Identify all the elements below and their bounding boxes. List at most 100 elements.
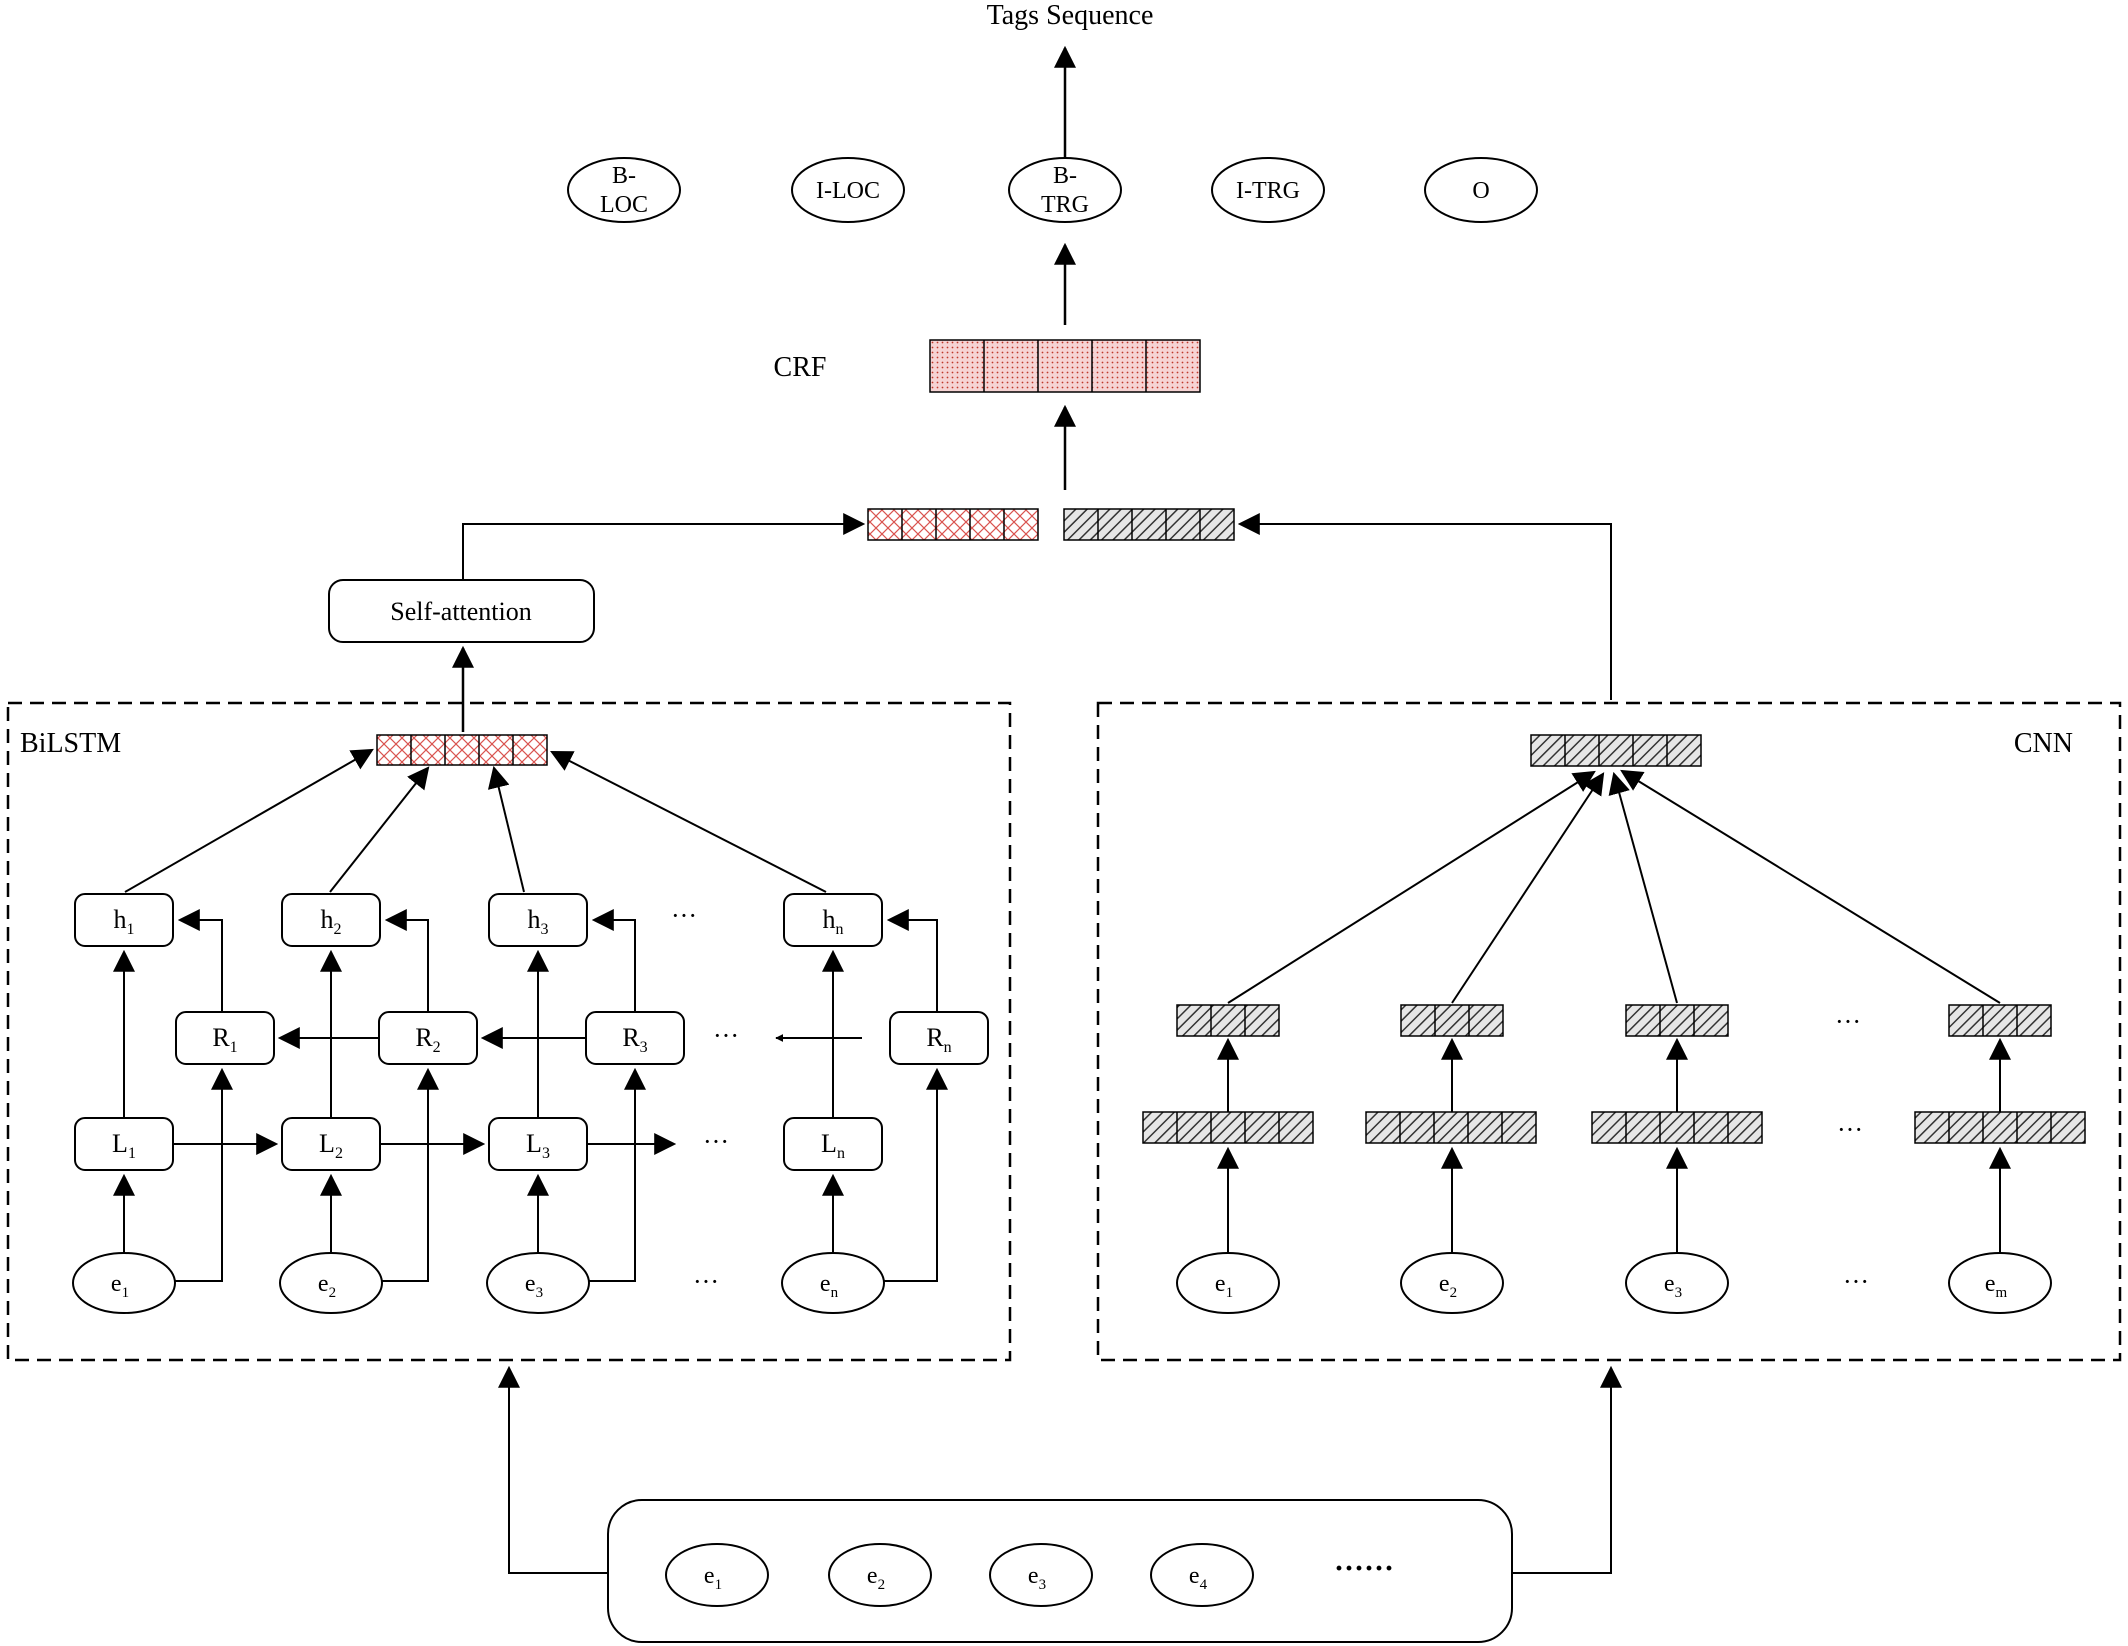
bilstm-embedding-e2: e2 (279, 1252, 383, 1314)
svg-text:e1: e1 (704, 1563, 722, 1593)
svg-text:h3: h3 (528, 905, 549, 938)
svg-text:h2: h2 (321, 905, 342, 938)
arrow-r3-to-h3 (591, 909, 636, 1012)
svg-text:h1: h1 (114, 905, 135, 938)
svg-text:e3: e3 (1664, 1271, 1682, 1301)
bilstm-embedding-ellipsis: ··· (693, 1267, 719, 1296)
svg-text:Ln: Ln (821, 1129, 845, 1162)
right-r3: R3 (585, 1011, 685, 1065)
svg-text:Self-attention: Self-attention (390, 597, 532, 626)
svg-text:R2: R2 (415, 1023, 440, 1056)
bilstm-output-vector (376, 734, 548, 766)
cnn-output-vector (1530, 734, 1702, 767)
cnn-embedding-e1: e1 (1176, 1252, 1280, 1314)
svg-text:B-: B- (612, 163, 636, 189)
svg-text:e1: e1 (1215, 1271, 1233, 1301)
concat-vector-hatched (1063, 508, 1235, 541)
svg-text:I-LOC: I-LOC (816, 178, 880, 204)
cnn-pooled-3 (1625, 1004, 1729, 1037)
arrow-e3-to-r3 (589, 1067, 646, 1282)
svg-text:LOC: LOC (600, 192, 648, 218)
svg-text:e2: e2 (1439, 1271, 1457, 1301)
left-ellipsis: ··· (703, 1127, 729, 1156)
arrow-e2-to-r2 (382, 1067, 439, 1282)
input-embedding-e1: e1 (665, 1543, 769, 1607)
svg-text:en: en (820, 1271, 839, 1301)
svg-text:B-: B- (1053, 163, 1077, 189)
cnn-conv-3 (1591, 1111, 1763, 1144)
cnn-conv-4 (1914, 1111, 2086, 1144)
svg-text:L2: L2 (319, 1129, 343, 1162)
arrow-pool1-to-output (1227, 770, 1596, 1004)
input-ellipsis: ······ (1334, 1552, 1394, 1585)
arrow-h3-to-output (487, 765, 525, 893)
input-embedding-e4: e4 (1150, 1543, 1254, 1607)
cnn-embedding-e3: e3 (1625, 1252, 1729, 1314)
input-embedding-e3: e3 (989, 1543, 1093, 1607)
arrow-rn-to-hn (886, 909, 938, 1012)
svg-text:e2: e2 (867, 1563, 885, 1593)
svg-text:e3: e3 (1028, 1563, 1046, 1593)
bilstm-embedding-en: en (781, 1252, 885, 1314)
svg-text:e2: e2 (318, 1271, 336, 1301)
svg-text:e4: e4 (1189, 1563, 1208, 1593)
arrow-e1-to-r1 (175, 1067, 233, 1282)
svg-text:e3: e3 (525, 1271, 543, 1301)
bilstm-label: BiLSTM (20, 728, 121, 759)
arrow-r2-to-h2 (384, 909, 429, 1012)
cnn-conv-2 (1365, 1111, 1537, 1144)
arrow-pool4-to-output (1620, 769, 2001, 1004)
arrow-attention-to-concat (462, 513, 866, 580)
tags-sequence-title: Tags Sequence (987, 0, 1154, 31)
arrow-h2-to-output (329, 766, 430, 893)
concat-vector-red (867, 508, 1039, 541)
arrow-input-to-bilstm (498, 1365, 608, 1574)
tag-o: O (1424, 157, 1538, 223)
tag-b-trg: B- TRG (1008, 157, 1122, 223)
svg-text:e1: e1 (111, 1271, 129, 1301)
cnn-pooled-1 (1176, 1004, 1280, 1037)
svg-text:O: O (1472, 178, 1489, 204)
right-ellipsis: ··· (713, 1021, 739, 1050)
left-l3: L3 (488, 1117, 588, 1171)
bilstm-panel (6, 701, 1012, 1362)
cnn-embedding-em: em (1948, 1252, 2052, 1314)
svg-text:R3: R3 (622, 1023, 647, 1056)
tag-b-loc: B- LOC (567, 157, 681, 223)
left-l2: L2 (281, 1117, 381, 1171)
svg-text:TRG: TRG (1041, 192, 1089, 218)
svg-text:Rn: Rn (926, 1023, 951, 1056)
bilstm-embedding-e3: e3 (486, 1252, 590, 1314)
hidden-hn: hn (783, 893, 883, 947)
arrow-pool2-to-output (1451, 772, 1605, 1004)
cnn-embedding-ellipsis: ··· (1843, 1267, 1869, 1296)
cnn-pooled-4 (1948, 1004, 2052, 1037)
svg-text:R1: R1 (212, 1023, 237, 1056)
hidden-ellipsis: ··· (671, 901, 697, 930)
cnn-panel (1096, 701, 2122, 1362)
left-ln: Ln (783, 1117, 883, 1171)
cnn-label: CNN (2014, 728, 2073, 759)
cnn-conv-ellipsis: ··· (1837, 1115, 1863, 1144)
cnn-embedding-e2: e2 (1400, 1252, 1504, 1314)
left-l1: L1 (74, 1117, 174, 1171)
right-r1: R1 (175, 1011, 275, 1065)
arrow-r1-to-h1 (177, 909, 223, 1012)
arrow-h1-to-output (124, 748, 374, 893)
svg-text:L3: L3 (526, 1129, 550, 1162)
svg-text:em: em (1985, 1271, 2008, 1301)
tag-i-trg: I-TRG (1211, 157, 1325, 223)
svg-text:L1: L1 (112, 1129, 136, 1162)
arrow-cnn-to-concat (1237, 513, 1612, 700)
hidden-h2: h2 (281, 893, 381, 947)
input-embedding-e2: e2 (828, 1543, 932, 1607)
right-rn: Rn (889, 1011, 989, 1065)
svg-text:hn: hn (823, 905, 844, 938)
crf-label: CRF (774, 352, 827, 383)
right-r2: R2 (378, 1011, 478, 1065)
tag-i-loc: I-LOC (791, 157, 905, 223)
arrow-input-to-cnn (1512, 1365, 1622, 1574)
arrow-pool3-to-output (1608, 771, 1678, 1004)
bilstm-embedding-e1: e1 (72, 1252, 176, 1314)
